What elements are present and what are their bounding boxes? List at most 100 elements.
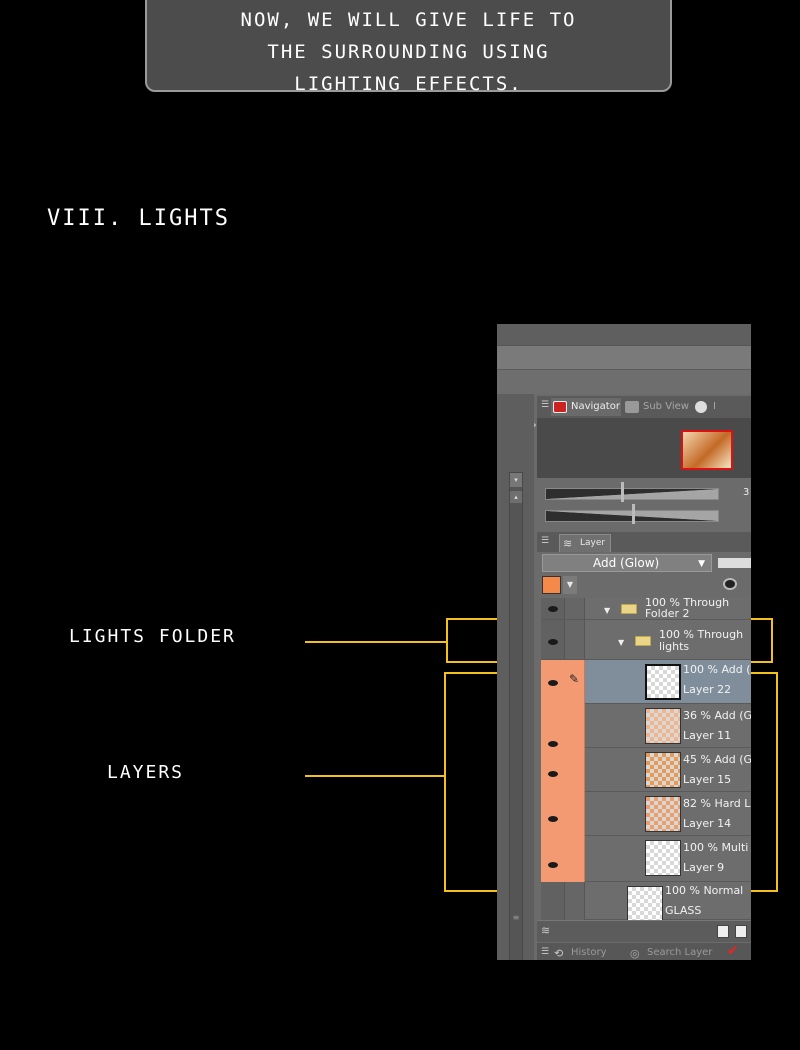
- layer-name: Layer 15: [683, 773, 732, 786]
- title-bar: [497, 324, 751, 346]
- caption-box: Now, we will give life to the surroundin…: [145, 0, 672, 95]
- toolbar: [497, 346, 751, 370]
- layer-row-layer-22[interactable]: 100 % Add ( Layer 22: [585, 660, 751, 704]
- chevron-down-icon: ▼: [698, 559, 705, 569]
- layer-row-layer-14[interactable]: 82 % Hard L Layer 14: [585, 792, 751, 836]
- eye-icon[interactable]: [548, 680, 558, 686]
- layer-list[interactable]: ▼ 100 % Through Folder 2 ▼ 100 % Through…: [541, 596, 751, 922]
- zoom-slider-knob[interactable]: [621, 482, 624, 502]
- pen-icon[interactable]: ✎: [569, 672, 580, 686]
- sub-view-icon: [625, 401, 639, 413]
- layer-row-layer-11[interactable]: 36 % Add (G Layer 11: [585, 704, 751, 748]
- eye-icon[interactable]: [548, 816, 558, 822]
- layer-thumbnail: [645, 664, 681, 700]
- tab-sub-view-label: Sub View: [643, 401, 689, 412]
- scroll-up-icon[interactable]: ▴: [510, 491, 522, 503]
- layer-row-layer-15[interactable]: 45 % Add (G Layer 15: [585, 748, 751, 792]
- folder-icon: [621, 604, 637, 614]
- tab-search-layer-label: Search Layer: [647, 947, 713, 958]
- layer-name: Layer 14: [683, 817, 732, 830]
- layer-name: Layer 22: [683, 683, 732, 696]
- layer-thumbnail: [645, 708, 681, 744]
- layer-name: Layer 11: [683, 729, 732, 742]
- blend-mode-select[interactable]: Add (Glow) ▼: [542, 554, 712, 572]
- layer-opacity-mode: 100 % Normal: [665, 884, 744, 897]
- layer-row-glass[interactable]: 100 % Normal GLASS: [585, 882, 751, 922]
- info-icon: [695, 401, 707, 413]
- zoom-slider[interactable]: [545, 488, 719, 500]
- navigator-thumbnail[interactable]: [681, 430, 733, 470]
- eye-icon[interactable]: [548, 606, 558, 612]
- layer-opacity-mode: 100 % Through: [659, 628, 744, 641]
- layer-thumbnail: [645, 840, 681, 876]
- swatch-dropdown-icon[interactable]: ▼: [563, 576, 577, 594]
- folder-expand-icon[interactable]: ▼: [618, 638, 625, 647]
- layer-panel-menu-icon[interactable]: ☰: [541, 536, 550, 546]
- scroll-menu-icon[interactable]: ▾: [510, 473, 522, 487]
- layer-name: Layer 9: [683, 861, 725, 874]
- layer-row-lights-folder[interactable]: ▼ 100 % Through lights: [541, 620, 751, 660]
- navigator-icon: [553, 401, 567, 413]
- layer-name: lights: [659, 640, 690, 653]
- new-raster-layer-icon[interactable]: [717, 925, 729, 938]
- layer-opacity-mode: 100 % Multi: [683, 841, 749, 854]
- dock-header: «»: [497, 370, 751, 433]
- tab-layer[interactable]: ≋ Layer: [559, 534, 611, 552]
- section-title: VIII. Lights: [47, 206, 230, 231]
- lights-folder-pointer: [305, 641, 447, 643]
- edit-column-highlight: [565, 660, 585, 882]
- tab-info-label: I: [713, 401, 716, 412]
- layer-thumbnail: [645, 796, 681, 832]
- eye-icon[interactable]: [548, 862, 558, 868]
- search-layer-icon: ◎: [630, 947, 640, 960]
- layer-opacity-mode: 36 % Add (G: [683, 709, 751, 722]
- zoom-value: 3: [743, 487, 750, 498]
- layers-pointer: [305, 775, 445, 777]
- layer-thumbnail: [627, 886, 663, 922]
- vertical-scrollbar[interactable]: ▾ ▴ ≡: [509, 472, 523, 960]
- caption-line-2: the surrounding using: [267, 41, 550, 63]
- layers-label: Layers: [107, 762, 185, 783]
- tab-history[interactable]: ⟲ History: [551, 945, 623, 960]
- folder-icon: [635, 636, 651, 646]
- tab-search-layer[interactable]: ◎ Search Layer: [627, 945, 723, 960]
- clip-studio-panel: «» ▾ ▴ ≡ ☰ Navigator Sub View I 3: [497, 324, 751, 960]
- lights-folder-label: Lights Folder: [69, 626, 236, 647]
- tab-navigator[interactable]: Navigator: [551, 398, 621, 416]
- navigator-preview[interactable]: [537, 418, 751, 478]
- checkmark-icon[interactable]: ✔: [727, 943, 739, 959]
- eye-icon[interactable]: [548, 741, 558, 747]
- caption-line-1: Now, we will give life to: [240, 9, 577, 31]
- history-panel-menu-icon[interactable]: ☰: [541, 947, 550, 957]
- panel-menu-icon[interactable]: ☰: [541, 400, 550, 410]
- canvas-edge: ▾ ▴ ≡: [497, 394, 534, 960]
- tab-layer-label: Layer: [580, 538, 606, 548]
- layer-name: GLASS: [665, 904, 702, 917]
- rotate-slider-knob[interactable]: [632, 504, 635, 524]
- layer-name: Folder 2: [645, 607, 690, 620]
- layer-opacity-mode: 100 % Add (: [683, 663, 751, 676]
- layer-opacity-mode: 100 % Through: [645, 596, 730, 609]
- navigator-tabbar: ☰ Navigator Sub View I: [537, 396, 751, 418]
- layer-tabbar: ☰ ≋ Layer: [537, 532, 751, 552]
- layer-opacity-mode: 82 % Hard L: [683, 797, 751, 810]
- layer-opacity-mode: 45 % Add (G: [683, 753, 751, 766]
- layer-property-icon[interactable]: ≋: [541, 924, 551, 937]
- clip-mask-icon[interactable]: [723, 578, 737, 590]
- folder-expand-icon[interactable]: ▼: [604, 606, 611, 615]
- opacity-slider[interactable]: [718, 558, 751, 568]
- scroll-grip-icon[interactable]: ≡: [512, 913, 520, 922]
- tab-info[interactable]: I: [693, 398, 733, 416]
- tab-navigator-label: Navigator: [571, 401, 620, 412]
- tab-sub-view[interactable]: Sub View: [623, 398, 691, 416]
- layer-color-swatch[interactable]: [542, 576, 561, 594]
- layer-row-folder-2[interactable]: ▼ 100 % Through Folder 2: [541, 596, 751, 620]
- eye-icon[interactable]: [548, 771, 558, 777]
- eye-icon[interactable]: [548, 639, 558, 645]
- history-tabbar: ☰ ⟲ History ◎ Search Layer ✔: [537, 943, 751, 960]
- layer-row-layer-9[interactable]: 100 % Multi Layer 9: [585, 836, 751, 882]
- zoom-slider-wedge: [546, 489, 718, 499]
- new-vector-layer-icon[interactable]: [735, 925, 747, 938]
- history-icon: ⟲: [554, 947, 564, 960]
- blend-mode-value: Add (Glow): [593, 556, 660, 570]
